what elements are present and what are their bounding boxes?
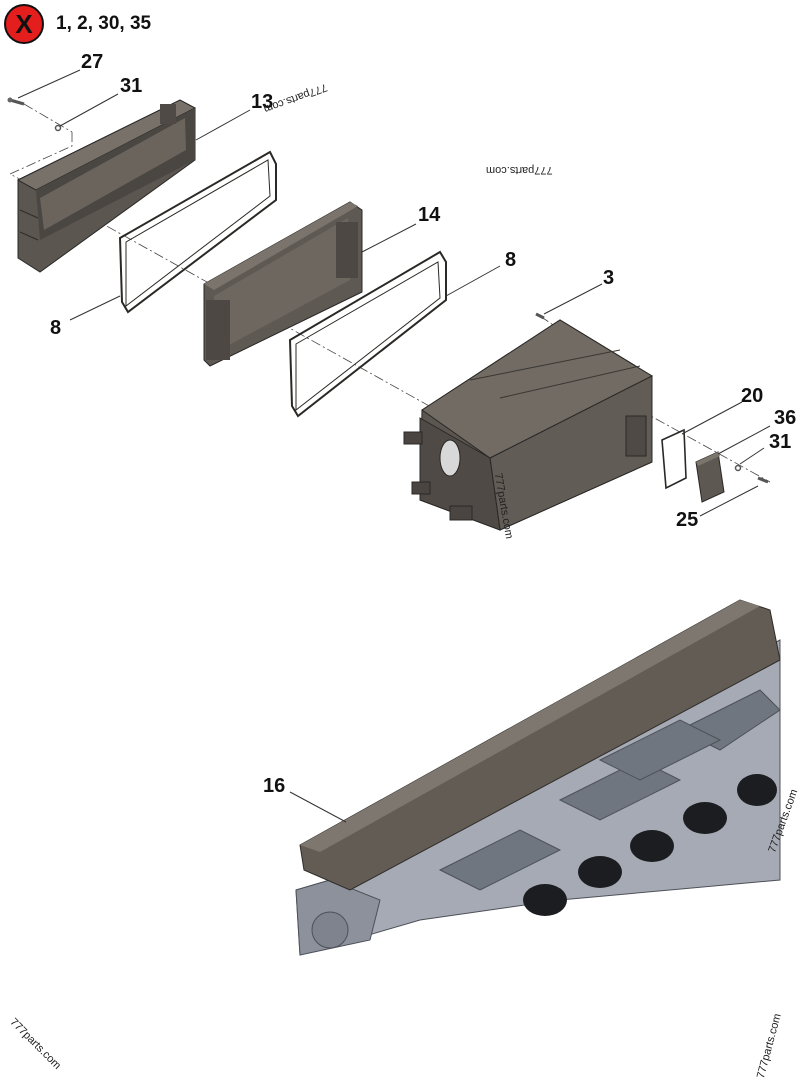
washer-part-31 — [54, 124, 62, 132]
callout-27: 27 — [81, 51, 104, 73]
callout-13: 13 — [251, 91, 274, 113]
callout-36: 36 — [774, 407, 797, 429]
callout-3: 3 — [603, 267, 615, 289]
cooler-core-part-14 — [203, 201, 363, 367]
callout-8-right: 8 — [505, 249, 517, 271]
removed-parts-note: X 1, 2, 30, 35 — [4, 4, 151, 44]
callout-31-top: 31 — [120, 75, 143, 97]
screw-part-3 — [535, 312, 545, 320]
washer-part-31-right — [734, 464, 742, 472]
callout-16: 16 — [263, 775, 286, 797]
callout-14: 14 — [418, 204, 441, 226]
gasket-part-20 — [661, 428, 687, 490]
gasket-part-8-right — [288, 250, 447, 418]
watermark: 777parts.com — [486, 164, 553, 176]
callout-20: 20 — [741, 385, 764, 407]
callout-31-right: 31 — [769, 431, 792, 453]
screw-part-27 — [7, 97, 25, 106]
cover-tray-part-13 — [16, 99, 197, 273]
x-icon: X — [4, 4, 44, 44]
leader-lines — [17, 69, 771, 823]
screw-part-36 — [757, 476, 769, 484]
removed-parts-list: 1, 2, 30, 35 — [56, 13, 152, 34]
callout-8-left: 8 — [50, 317, 62, 339]
engine-block-part-16 — [295, 599, 781, 956]
cooler-housing — [403, 319, 654, 531]
gasket-part-8-left — [118, 150, 277, 314]
callout-25: 25 — [676, 509, 699, 531]
cover-plate-part-25 — [695, 451, 725, 503]
